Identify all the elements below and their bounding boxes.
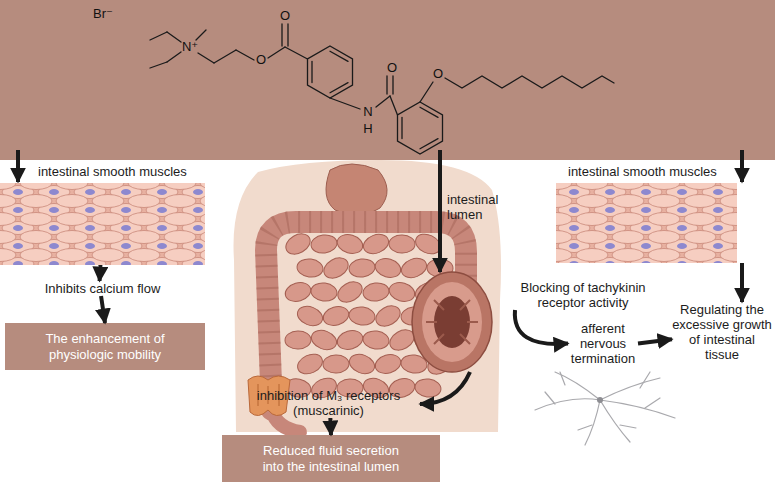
header-band <box>0 0 775 160</box>
outcome-box: Reduced fluid secretion into the intesti… <box>222 435 440 482</box>
node-label: afferent nervous termination <box>568 321 638 366</box>
panel-heading: intestinal smooth muscles <box>38 164 187 179</box>
intestine-loop <box>296 257 324 278</box>
outcome-text: Regulating the excessive growth of intes… <box>672 302 772 362</box>
arrow-label: intestinal lumen <box>447 192 507 222</box>
intestine-loop <box>310 233 338 254</box>
tissue-panel: intestinal smooth muscles <box>0 163 205 265</box>
band-arrow <box>740 150 744 182</box>
node-label: Inhibits calcium flow <box>30 281 175 296</box>
molecule-bonds <box>150 24 614 154</box>
node-label: Regulating the excessive growth of intes… <box>672 302 772 362</box>
tissue-texture <box>556 183 737 263</box>
intestine-loop <box>282 230 314 259</box>
intestine-loop <box>347 351 378 377</box>
intestine-loop <box>335 232 365 256</box>
node-label: The enhancement of physiologic mobility <box>30 331 180 363</box>
intestine-loop <box>323 355 350 374</box>
muscle-tissue <box>556 183 737 263</box>
atom-symbol: N⁺ <box>182 40 198 54</box>
effect-text: Inhibits calcium flow <box>30 281 175 296</box>
intestine-loop <box>321 304 351 328</box>
atom-symbol: O <box>280 9 290 23</box>
intestine-loop <box>399 255 430 281</box>
flow-arrow <box>98 265 103 281</box>
intestine-loop <box>373 352 403 376</box>
intestine-loop <box>361 231 392 257</box>
band-arrow <box>438 150 442 272</box>
intestine-loop <box>373 256 403 280</box>
intestine-loop <box>372 302 404 331</box>
intestine-loop <box>348 305 376 326</box>
intestine-loop <box>362 281 390 302</box>
node-label: Reduced fluid secretion into the intesti… <box>251 443 411 475</box>
intestine-loop <box>414 377 442 398</box>
node-label: inhibition of M₃ receptors (muscarinic) <box>236 388 421 418</box>
mechanism-text: inhibition of M₃ receptors (muscarinic) <box>236 388 421 418</box>
intestine-loop <box>320 254 352 283</box>
flow-arrow <box>328 418 333 435</box>
intestine-loop <box>389 235 416 254</box>
intestine-loop <box>310 281 338 302</box>
intestine-loop <box>285 331 312 350</box>
intestine-loop <box>283 280 313 304</box>
intestine-loop <box>362 329 390 350</box>
intestine-loop <box>387 280 417 304</box>
panel-heading: intestinal smooth muscles <box>568 164 717 179</box>
intestine-loop <box>335 328 365 352</box>
intestine-loop <box>309 327 340 353</box>
lumen-illustration <box>412 272 492 372</box>
flow-arrow <box>515 310 568 344</box>
intestine-loop <box>348 257 376 278</box>
band-arrow <box>16 150 20 182</box>
flow-arrow <box>101 296 105 323</box>
flow-arrow <box>638 339 672 343</box>
flow-arrow <box>740 263 744 302</box>
mechanism-text: Blocking of tachykinin receptor activity <box>498 280 668 310</box>
outcome-box: The enhancement of physiologic mobility <box>5 323 205 370</box>
muscle-tissue <box>0 183 205 265</box>
atom-symbol: N <box>363 105 372 119</box>
intestine-loop <box>295 303 326 329</box>
tissue-panel: intestinal smooth muscles <box>556 163 746 263</box>
nerve-illustration <box>535 372 675 445</box>
atom-symbol: O <box>387 61 397 75</box>
intestine-loop <box>294 350 325 377</box>
intestine-loop <box>334 278 366 307</box>
atom-symbol: Br⁻ <box>93 7 113 21</box>
target-text: afferent nervous termination <box>568 321 638 366</box>
atom-symbol: O <box>433 67 443 81</box>
node-label: Blocking of tachykinin receptor activity <box>498 280 668 310</box>
atom-symbol: O <box>256 53 266 67</box>
lumen-arrow <box>420 372 470 404</box>
atom-symbol: H <box>363 122 372 136</box>
tissue-texture <box>0 183 205 265</box>
